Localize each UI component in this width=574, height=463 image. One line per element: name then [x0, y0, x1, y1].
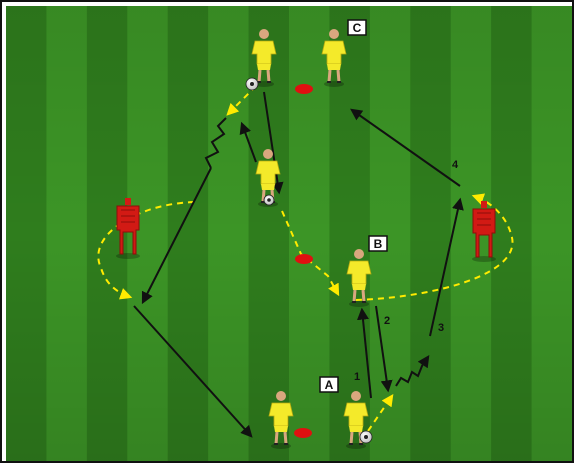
sequence-number-4: 4	[452, 159, 459, 171]
mid-back-run	[239, 121, 257, 163]
sequence-number-1: 1	[354, 371, 360, 383]
player-c-right	[321, 29, 347, 87]
label-c-text: C	[353, 21, 362, 35]
pass-4	[350, 108, 461, 187]
pass-1	[357, 307, 372, 399]
pass-2	[375, 305, 393, 393]
left-long-pass	[141, 167, 212, 305]
ball-middle	[263, 194, 275, 206]
drill-diagram: C B A 1 2 3 4	[6, 6, 572, 461]
cone-bottom	[294, 428, 312, 438]
label-c: C	[347, 19, 367, 36]
label-a: A	[319, 376, 339, 393]
a-forward-run	[367, 394, 394, 432]
mannequin-left	[116, 198, 140, 259]
mid-run-to-b	[281, 210, 340, 297]
ball-a	[359, 430, 373, 444]
left-curved-run	[97, 201, 195, 300]
sequence-number-2: 2	[384, 315, 390, 327]
label-a-text: A	[325, 378, 334, 392]
label-b-text: B	[374, 237, 383, 251]
cones	[294, 84, 313, 438]
bottom-long-run	[133, 305, 253, 438]
pass-3-long	[429, 197, 464, 337]
label-b: B	[368, 235, 388, 252]
left-zigzag	[204, 117, 227, 169]
cone-top	[295, 84, 313, 94]
ball-c	[245, 77, 259, 91]
black-arrows	[133, 91, 464, 438]
cone-middle	[295, 254, 313, 264]
mannequin-right	[472, 201, 496, 262]
yellow-runs	[97, 85, 514, 432]
pass-3-zigzag	[395, 355, 430, 387]
sequence-number-3: 3	[438, 322, 444, 334]
c-to-mid-pass	[263, 91, 284, 195]
player-c-left	[251, 29, 277, 87]
player-bottom-left	[268, 391, 294, 449]
player-b	[346, 249, 372, 307]
balls	[245, 77, 373, 444]
soccer-pitch: C B A 1 2 3 4	[6, 6, 572, 461]
